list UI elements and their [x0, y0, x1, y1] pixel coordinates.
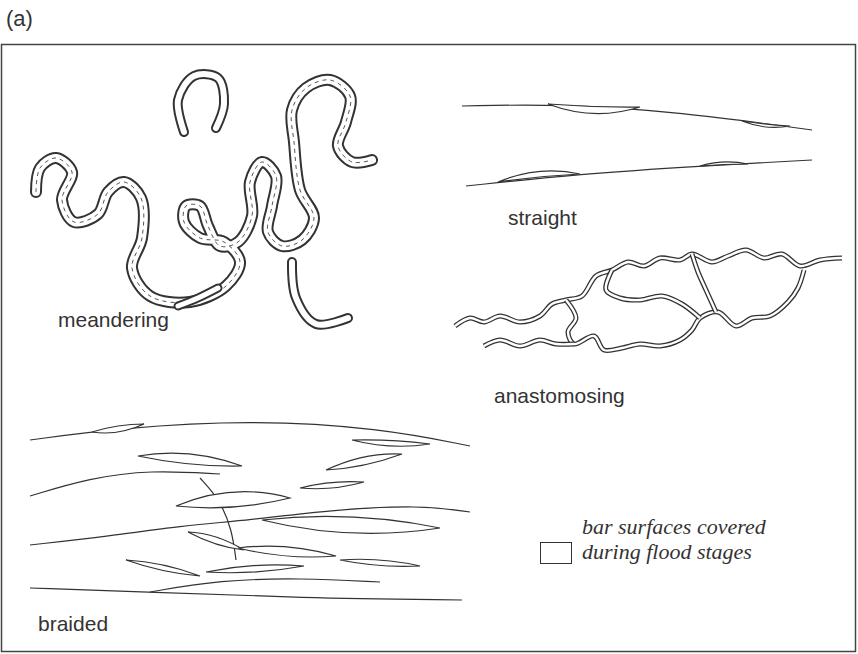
channel-bar — [548, 104, 640, 114]
channel-bank — [606, 270, 700, 318]
channel-bank — [455, 250, 842, 326]
channel-line — [30, 507, 470, 545]
straight-channel — [462, 104, 812, 186]
channel-bar — [352, 440, 430, 446]
channel-water — [566, 270, 804, 351]
channel-bank — [692, 254, 716, 312]
oxbow-bar — [178, 74, 224, 132]
pattern-label: braided — [38, 612, 108, 636]
channel-bank — [462, 105, 812, 130]
oxbow-bar — [292, 262, 348, 325]
channel-bar — [326, 454, 402, 470]
channel-bar — [300, 482, 364, 489]
oxbow-bank — [178, 74, 224, 132]
oxbow-bar — [178, 288, 218, 306]
anastomosing-channel — [455, 250, 842, 351]
channel-bar — [138, 453, 242, 466]
panel-letter: (a) — [6, 6, 33, 32]
channel-bar — [742, 121, 790, 127]
channel-water — [455, 250, 842, 326]
channel-bar — [340, 559, 420, 566]
channel-bank — [30, 423, 470, 446]
legend-text: bar surfaces covered during flood stages — [582, 514, 822, 564]
braided-channel — [30, 423, 470, 600]
meander-bank — [36, 80, 372, 303]
channel-bar — [176, 492, 290, 508]
channel-water — [692, 254, 716, 312]
channel-bar — [206, 565, 304, 573]
channel-bank — [566, 270, 804, 351]
oxbow-bank — [292, 262, 348, 325]
meander-thalweg — [36, 80, 372, 303]
channel-bar — [262, 516, 440, 533]
channel-bar — [238, 546, 336, 557]
channel-bank — [466, 160, 812, 186]
channel-line — [30, 472, 220, 496]
channel-bar — [126, 560, 200, 576]
meander-bar — [36, 80, 372, 303]
channel-water — [484, 340, 574, 346]
channel-water — [606, 270, 700, 318]
channel-bar — [188, 532, 244, 550]
oxbow-bank — [178, 288, 218, 306]
pattern-label: straight — [508, 206, 577, 230]
channel-line — [150, 579, 380, 592]
pattern-label: anastomosing — [494, 384, 625, 408]
meandering-channel — [36, 74, 372, 325]
channel-bank — [30, 588, 462, 600]
channel-bar — [498, 171, 580, 182]
figure-frame — [2, 45, 856, 652]
channel-bar — [92, 424, 144, 433]
legend-swatch — [540, 542, 572, 564]
channel-bank — [484, 340, 574, 346]
pattern-label: meandering — [58, 308, 169, 332]
channel-bar — [700, 162, 748, 166]
